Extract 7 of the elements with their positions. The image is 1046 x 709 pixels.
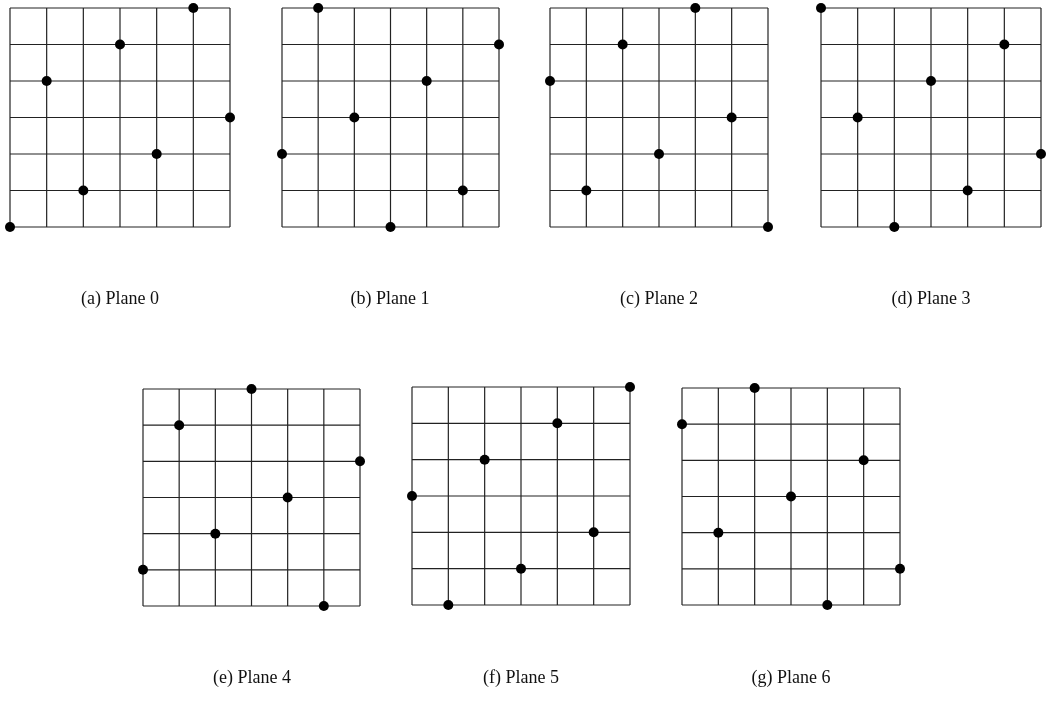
caption: (g) Plane 6 [751,667,831,688]
caption: (e) Plane 4 [213,667,291,688]
caption: (c) Plane 2 [620,288,698,309]
caption: (d) Plane 3 [891,288,971,309]
caption: (b) Plane 1 [350,288,430,309]
caption: (a) Plane 0 [81,288,159,309]
caption: (f) Plane 5 [483,667,559,688]
